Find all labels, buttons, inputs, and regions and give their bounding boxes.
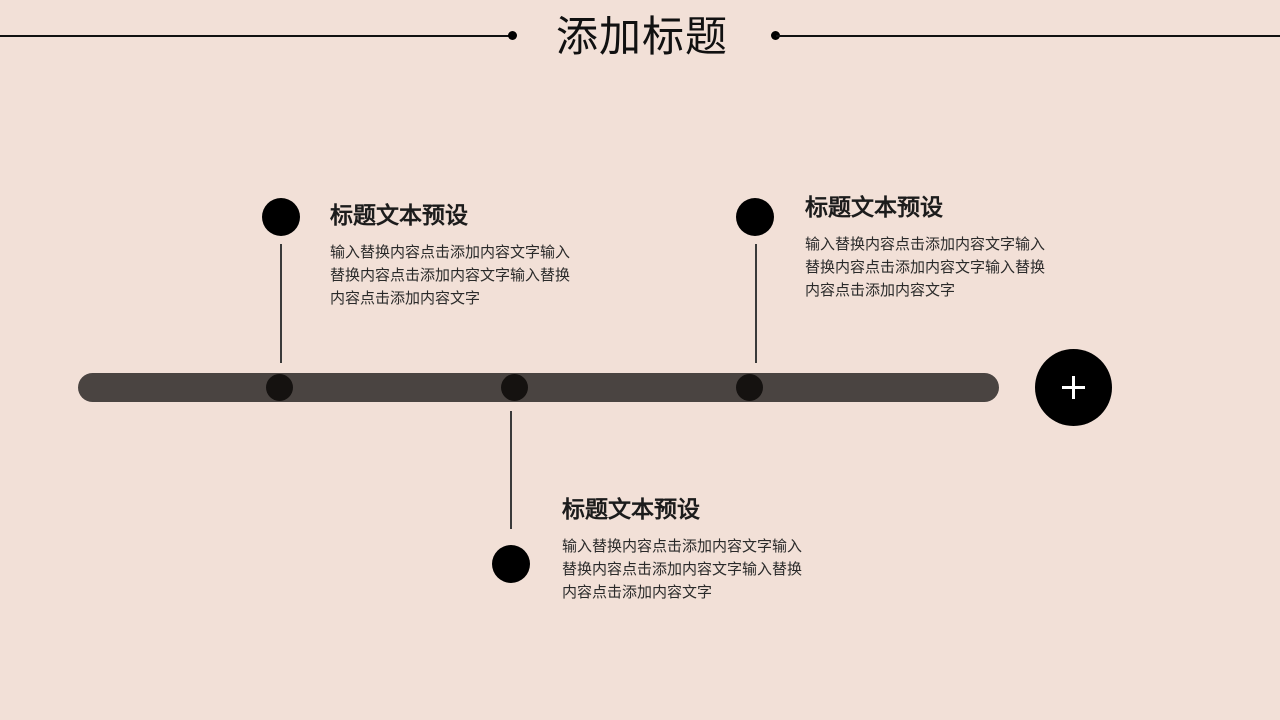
timeline-bar-node-1 [266, 374, 293, 401]
timeline-stem-1 [280, 244, 282, 363]
timeline-item-2-title: 标题文本预设 [562, 497, 700, 523]
title-divider-dot-left [508, 31, 517, 40]
timeline-stem-3 [755, 244, 757, 363]
timeline-marker-1 [262, 198, 300, 236]
timeline-bar-node-2 [501, 374, 528, 401]
timeline-item-1-title: 标题文本预设 [330, 203, 468, 229]
timeline-item-3-title: 标题文本预设 [805, 195, 943, 221]
timeline-marker-2 [492, 545, 530, 583]
title-divider-left [0, 35, 512, 37]
title-divider-dot-right [771, 31, 780, 40]
title-divider-right [776, 35, 1280, 37]
timeline-stem-2 [510, 411, 512, 529]
timeline-marker-3 [736, 198, 774, 236]
page-title: 添加标题 [555, 12, 728, 61]
timeline-item-1-text: 输入替换内容点击添加内容文字输入替换内容点击添加内容文字输入替换内容点击添加内容… [330, 243, 571, 307]
timeline-item-2-text: 输入替换内容点击添加内容文字输入替换内容点击添加内容文字输入替换内容点击添加内容… [562, 537, 803, 601]
add-button[interactable] [1035, 349, 1112, 426]
timeline-item-3-text: 输入替换内容点击添加内容文字输入替换内容点击添加内容文字输入替换内容点击添加内容… [805, 235, 1046, 299]
timeline-bar-node-3 [736, 374, 763, 401]
timeline-bar [78, 373, 999, 402]
